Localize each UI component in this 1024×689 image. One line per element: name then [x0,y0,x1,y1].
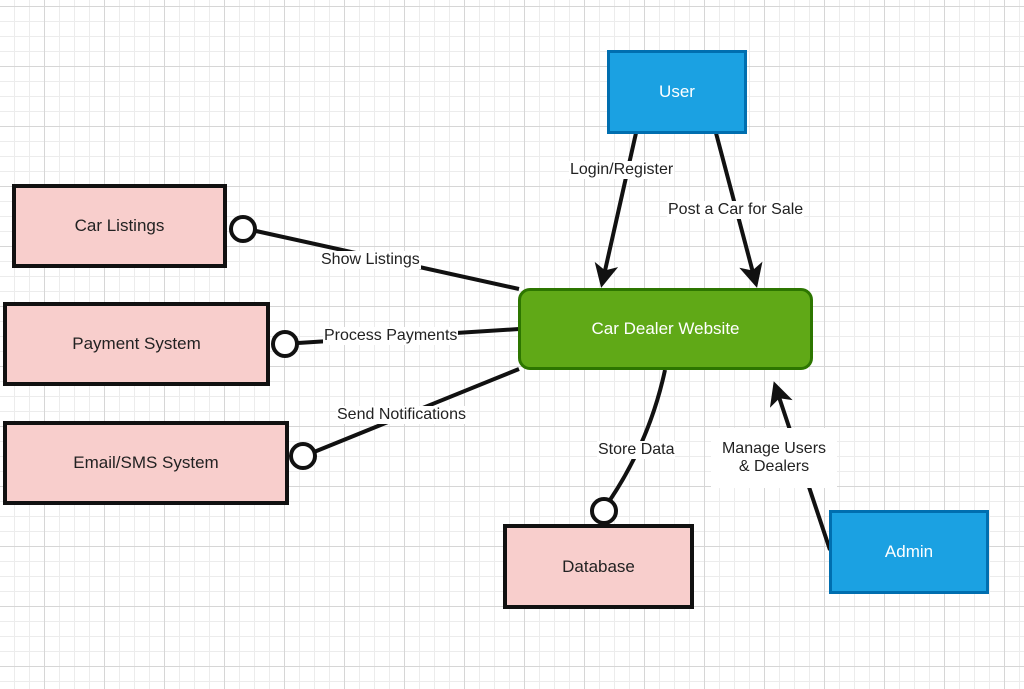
edge-label-process-payments: Process Payments [323,327,459,345]
interface-circle-car-listings [229,215,257,243]
node-database[interactable]: Database [503,524,694,609]
node-database-label: Database [562,556,635,576]
node-user-label: User [659,82,695,101]
node-payment-system[interactable]: Payment System [3,302,270,386]
node-email-sms-system-label: Email/SMS System [73,453,219,472]
node-user[interactable]: User [607,50,747,134]
node-car-listings-label: Car Listings [74,216,165,235]
edge-label-post-car: Post a Car for Sale [667,201,805,219]
edge-login-register[interactable] [594,132,638,288]
node-car-dealer-website[interactable]: Car Dealer Website [518,288,813,370]
interface-circle-database [590,497,618,525]
edge-label-login-register: Login/Register [569,161,675,179]
node-admin[interactable]: Admin [829,510,989,594]
edge-label-show-listings: Show Listings [320,251,421,269]
node-admin-label: Admin [884,542,934,561]
interface-circle-email-sms-system [289,442,317,470]
node-payment-system-label: Payment System [72,334,201,353]
node-car-listings[interactable]: Car Listings [12,184,227,268]
edge-label-send-notifications: Send Notifications [336,406,467,424]
edge-label-manage-users: Manage Users & Dealers [711,428,837,488]
edge-store-data[interactable] [608,369,667,502]
node-website-label: Car Dealer Website [591,319,740,338]
node-email-sms-system[interactable]: Email/SMS System [3,421,289,505]
edge-label-store-data: Store Data [597,441,676,459]
interface-circle-payment-system [271,330,299,358]
